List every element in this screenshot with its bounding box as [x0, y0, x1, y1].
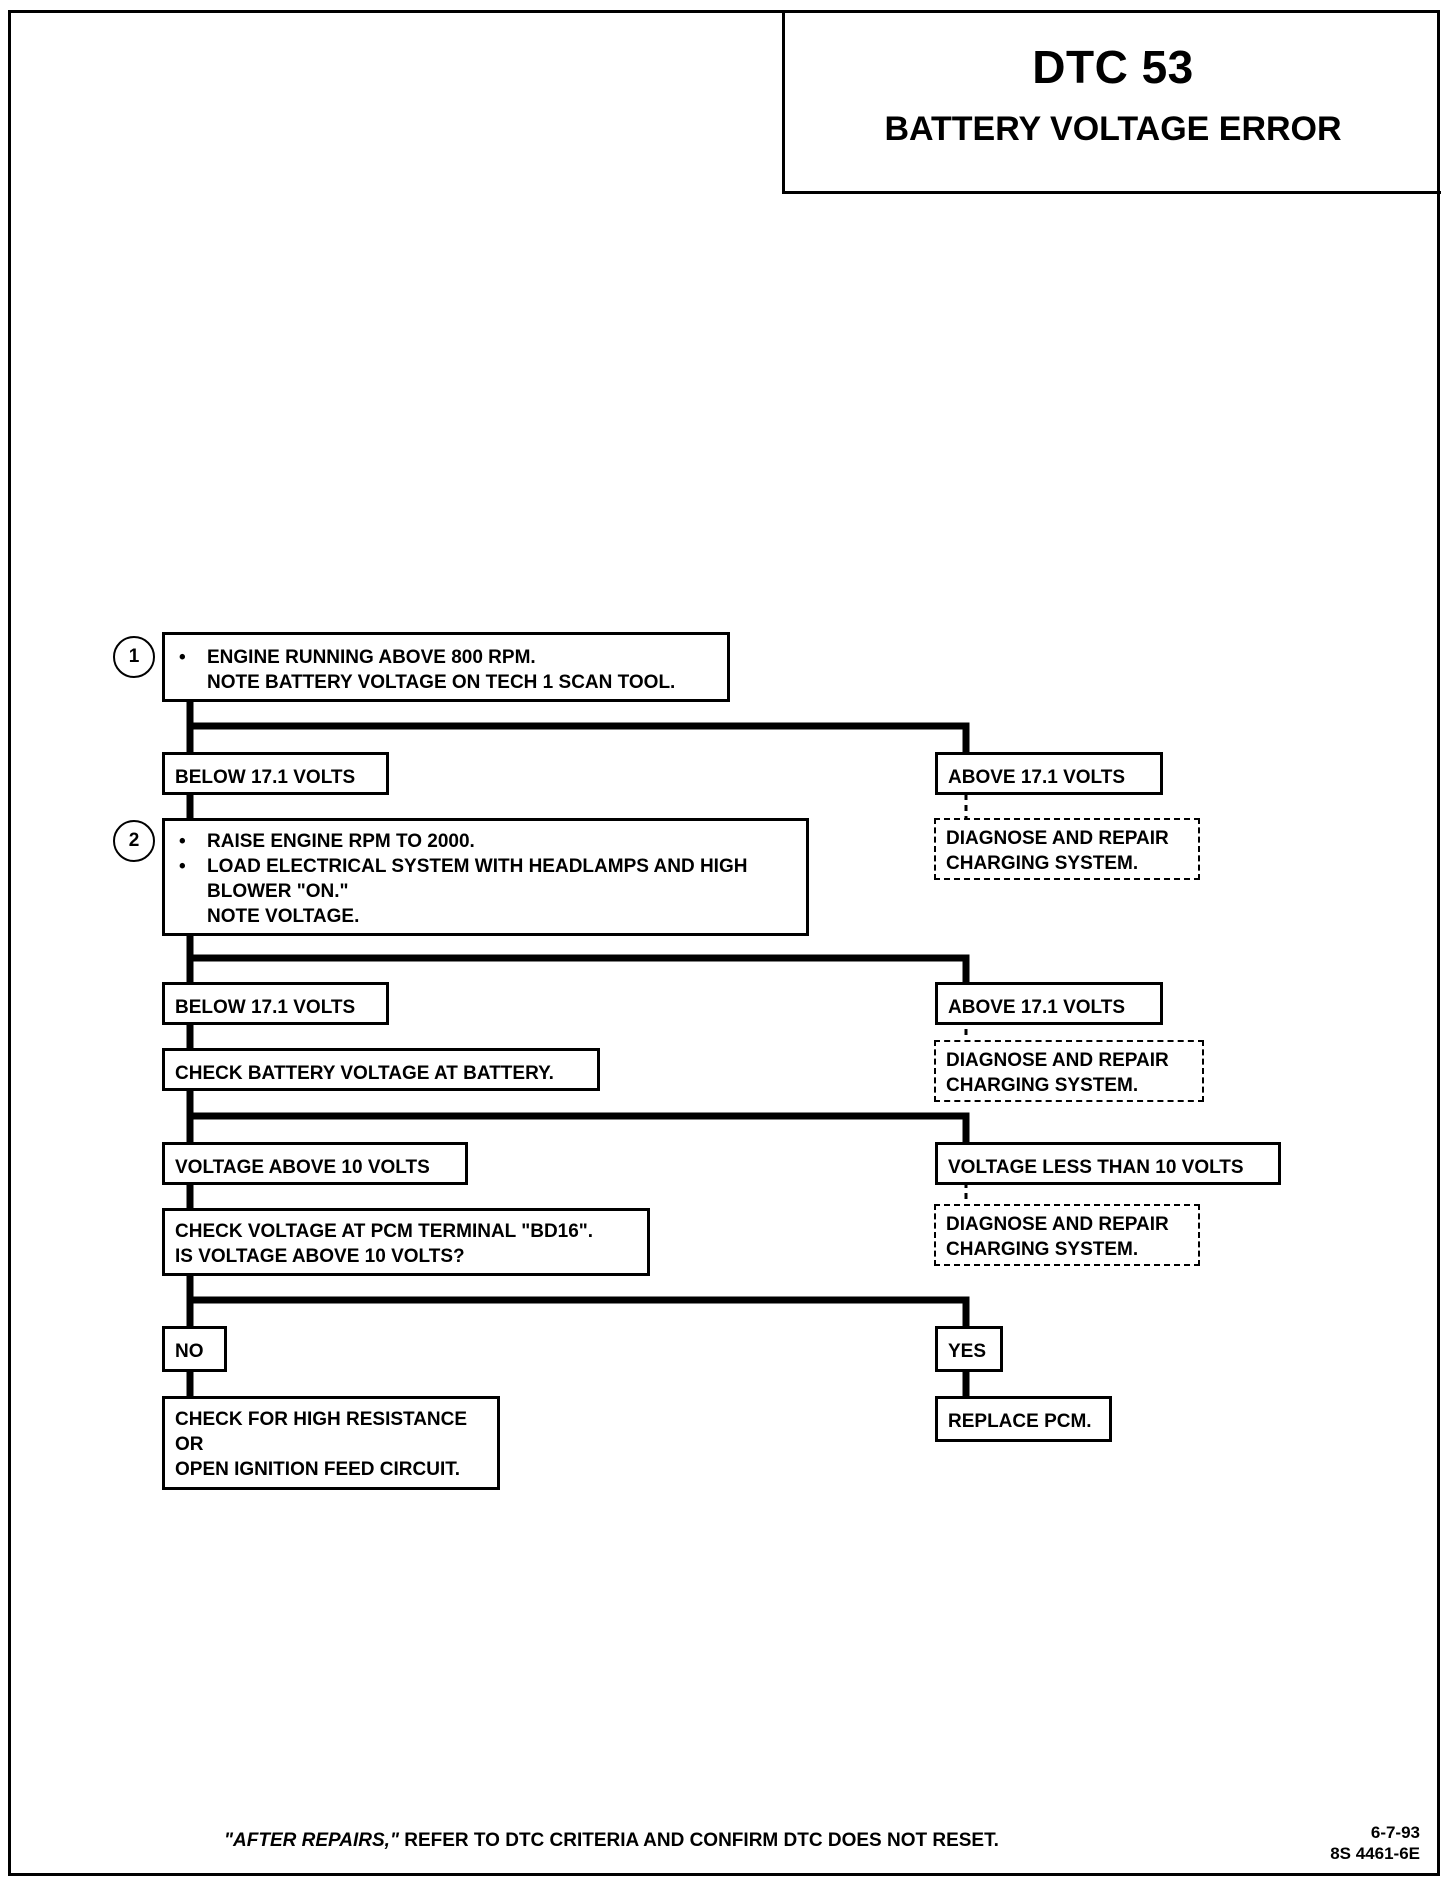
action-line-2: CHARGING SYSTEM.	[946, 853, 1139, 874]
bullet: •	[179, 647, 186, 668]
check-battery-box: CHECK BATTERY VOLTAGE AT BATTERY.	[162, 1048, 600, 1091]
bullet: •	[179, 831, 186, 852]
connector-pcm-right	[186, 1296, 970, 1334]
check-pcm-line-2: IS VOLTAGE ABOVE 10 VOLTS?	[175, 1246, 465, 1267]
no-action-line-3: OPEN IGNITION FEED CIRCUIT.	[175, 1459, 461, 1480]
step-2-line-4: NOTE VOLTAGE.	[207, 906, 360, 927]
step-2-box: • RAISE ENGINE RPM TO 2000. • LOAD ELECTRI…	[162, 818, 809, 936]
branch-3-right-action: DIAGNOSE AND REPAIR CHARGING SYSTEM.	[934, 1204, 1200, 1266]
footer-note-text: REFER TO DTC CRITERIA AND CONFIRM DTC DO…	[398, 1830, 999, 1851]
branch-1-left-label: BELOW 17.1 VOLTS	[162, 752, 389, 795]
step-2-line-3: BLOWER "ON."	[207, 881, 349, 902]
footer-note-emphasis: "AFTER REPAIRS,"	[224, 1830, 399, 1851]
title-block: DTC 53 BATTERY VOLTAGE ERROR	[782, 12, 1441, 194]
branch-4-yes-label: YES	[935, 1326, 1003, 1372]
footer-code-block: 6-7-93 8S 4461-6E	[1330, 1822, 1420, 1864]
connector-step1-right	[186, 722, 970, 764]
footer-date: 6-7-93	[1370, 1823, 1420, 1842]
action-line-2: CHARGING SYSTEM.	[946, 1239, 1139, 1260]
step-2-line-1: RAISE ENGINE RPM TO 2000.	[207, 831, 475, 852]
branch-1-right-action: DIAGNOSE AND REPAIR CHARGING SYSTEM.	[934, 818, 1200, 880]
yes-action-box: REPLACE PCM.	[935, 1396, 1112, 1442]
no-action-line-2: OR	[175, 1434, 204, 1455]
branch-3-left-label: VOLTAGE ABOVE 10 VOLTS	[162, 1142, 468, 1185]
no-action-box: CHECK FOR HIGH RESISTANCE OR OPEN IGNITI…	[162, 1396, 500, 1490]
connector-check-right	[186, 1112, 970, 1149]
step-1-box: • ENGINE RUNNING ABOVE 800 RPM. NOTE BATT…	[162, 632, 730, 702]
page-title: DTC 53	[1032, 41, 1194, 93]
action-line-1: DIAGNOSE AND REPAIR	[946, 828, 1169, 849]
step-2-line-2: LOAD ELECTRICAL SYSTEM WITH HEADLAMPS AN…	[207, 856, 748, 877]
action-line-2: CHARGING SYSTEM.	[946, 1075, 1139, 1096]
branch-4-no-label: NO	[162, 1326, 227, 1372]
branch-2-left-label: BELOW 17.1 VOLTS	[162, 982, 389, 1025]
connector-step2-right	[186, 954, 970, 989]
check-pcm-line-1: CHECK VOLTAGE AT PCM TERMINAL "BD16".	[175, 1221, 594, 1242]
action-line-1: DIAGNOSE AND REPAIR	[946, 1214, 1169, 1235]
branch-3-right-label: VOLTAGE LESS THAN 10 VOLTS	[935, 1142, 1281, 1185]
branch-2-right-action: DIAGNOSE AND REPAIR CHARGING SYSTEM.	[934, 1040, 1204, 1102]
branch-2-right-label: ABOVE 17.1 VOLTS	[935, 982, 1163, 1025]
no-action-line-1: CHECK FOR HIGH RESISTANCE	[175, 1409, 468, 1430]
footer-doc-code: 8S 4461-6E	[1330, 1844, 1420, 1863]
step-1-line-2: NOTE BATTERY VOLTAGE ON TECH 1 SCAN TOOL…	[207, 672, 676, 693]
action-line-1: DIAGNOSE AND REPAIR	[946, 1050, 1169, 1071]
page-frame	[8, 10, 1440, 1876]
bullet: •	[179, 856, 186, 877]
step-1-line-1: ENGINE RUNNING ABOVE 800 RPM.	[207, 647, 536, 668]
page-subtitle: BATTERY VOLTAGE ERROR	[884, 110, 1342, 148]
step-2-circle: 2	[113, 820, 155, 862]
footer-note: "AFTER REPAIRS," REFER TO DTC CRITERIA A…	[224, 1830, 999, 1852]
branch-1-right-label: ABOVE 17.1 VOLTS	[935, 752, 1163, 795]
step-1-circle: 1	[113, 636, 155, 678]
check-pcm-box: CHECK VOLTAGE AT PCM TERMINAL "BD16". IS…	[162, 1208, 650, 1276]
